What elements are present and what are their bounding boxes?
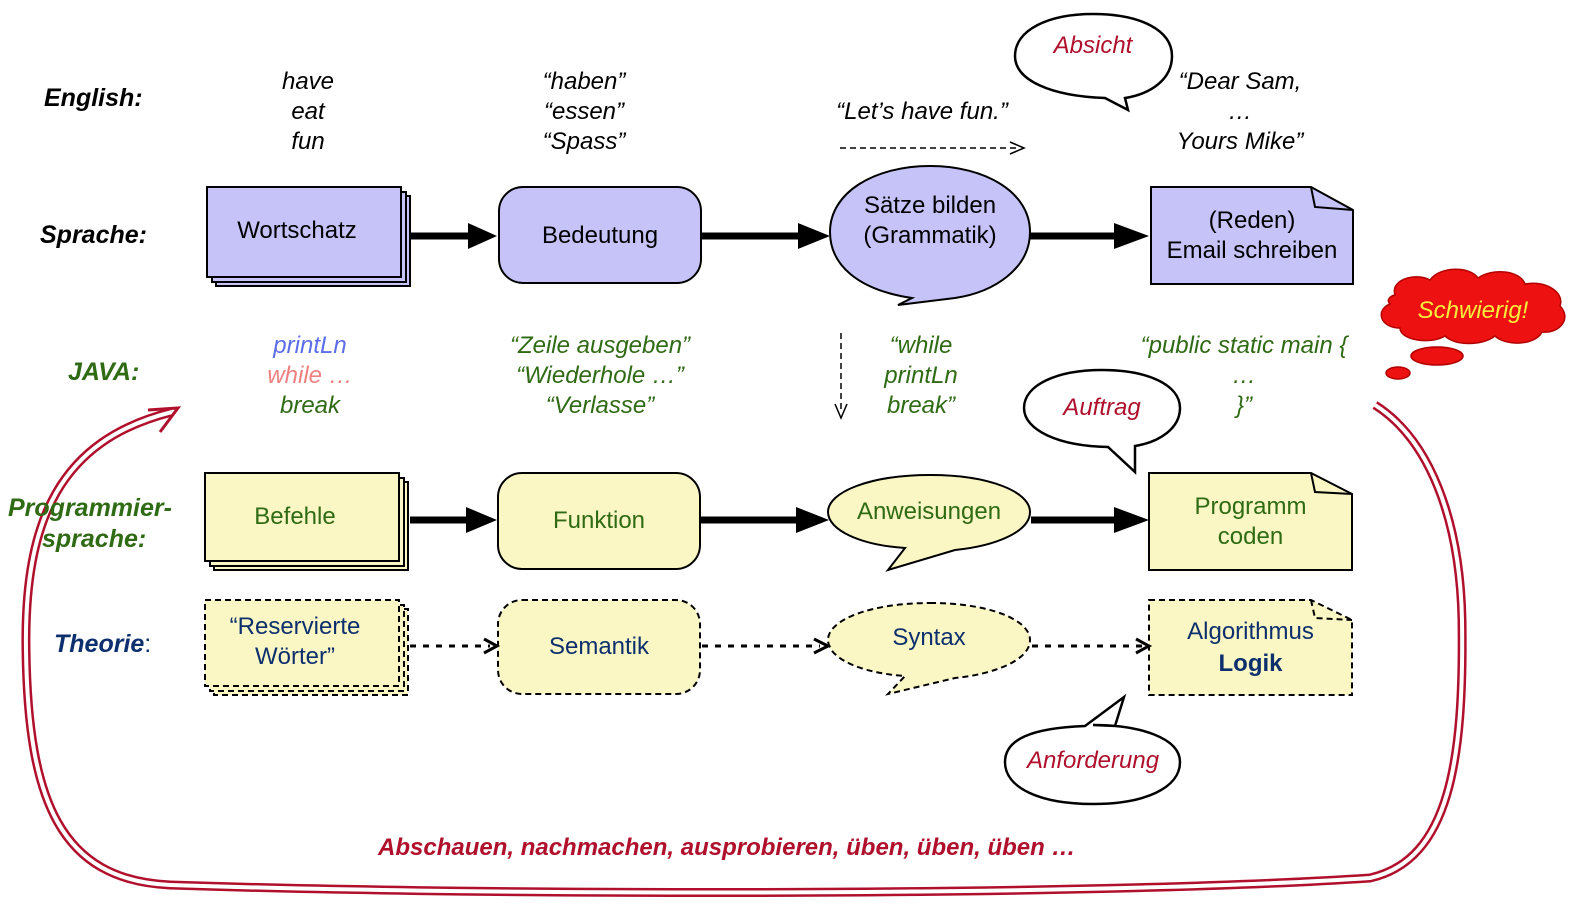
saetze-label-1: Sätze bilden: [863, 192, 997, 219]
bedeutung-label: Bedeutung: [541, 222, 659, 249]
wortschatz-label: Wortschatz: [237, 217, 357, 244]
java-meaning: “Verlasse”: [545, 392, 655, 419]
befehle-box: [204, 472, 409, 571]
auftrag-label: Auftrag: [1063, 394, 1141, 421]
email-note-fold: [1310, 186, 1354, 211]
logik-label: Logik: [1218, 650, 1283, 677]
english-letter-line: …: [1228, 98, 1252, 125]
schwierig-label: Schwierig!: [1417, 297, 1529, 324]
syntax-bubble: [826, 601, 1032, 696]
email-label-2: Email schreiben: [1166, 237, 1338, 264]
email-note: [1150, 186, 1354, 285]
english-letter-line: “Dear Sam,: [1178, 68, 1302, 95]
java-program-line: “public static main {: [1140, 332, 1348, 359]
java-statement: break”: [886, 392, 956, 419]
java-keyword-println: printLn: [273, 332, 347, 359]
semantik-label: Semantik: [548, 633, 650, 660]
java-row-label: JAVA:: [68, 358, 140, 386]
anforderung-label: Anforderung: [1026, 747, 1160, 774]
anweisungen-bubble: [826, 473, 1032, 572]
java-program-line: …: [1232, 362, 1256, 389]
english-word: eat: [291, 98, 325, 125]
befehle-label: Befehle: [254, 503, 336, 530]
java-program-line: }”: [1235, 392, 1253, 419]
schwierig-cloud: [1380, 268, 1566, 380]
theorie-label-colon: :: [144, 630, 152, 658]
programmiersprache-row-label-1: Programmier-: [8, 494, 172, 522]
bedeutung-box: [498, 186, 702, 284]
english-letter-line: Yours Mike”: [1176, 128, 1304, 155]
english-word: have: [281, 68, 335, 95]
woerter-label-2: Wörter”: [255, 643, 335, 670]
email-label-1: (Reden): [1208, 207, 1296, 234]
saetze-bubble: [828, 164, 1032, 306]
theorie-row-label: Theorie:: [54, 629, 151, 660]
java-dashed-arrow: [834, 333, 848, 420]
practice-loop-arrow: [21, 401, 1467, 898]
absicht-bubble: [1013, 12, 1174, 113]
java-meaning: “Wiederhole …”: [516, 362, 684, 389]
java-keyword-break: break: [279, 392, 341, 419]
woerter-label-1: “Reservierte: [229, 613, 361, 640]
java-statement: “while: [889, 332, 953, 359]
sprache-row-label: Sprache:: [40, 221, 147, 249]
english-dashed-arrow: [840, 141, 1026, 155]
syntax-label: Syntax: [892, 624, 966, 651]
funktion-box: [497, 472, 701, 570]
wortschatz-box: [206, 186, 411, 287]
woerter-box: [204, 599, 409, 696]
java-statement: printLn: [884, 362, 958, 389]
algorithmus-note: [1148, 599, 1353, 696]
sprache-arrows: [410, 223, 1149, 249]
english-word: fun: [291, 128, 325, 155]
theorie-arrows: [410, 637, 1153, 655]
programmiersprache-row-label-2: sprache:: [42, 525, 147, 553]
programm-note-fold: [1310, 472, 1353, 495]
funktion-label: Funktion: [552, 507, 646, 534]
anweisungen-label: Anweisungen: [856, 498, 1002, 525]
java-keyword-while: while …: [267, 362, 353, 389]
programm-label-1: Programm: [1194, 493, 1307, 520]
english-meaning: “Spass”: [542, 128, 626, 155]
theorie-label-text: Theorie: [54, 630, 145, 658]
algorithmus-note-fold: [1310, 599, 1353, 621]
algorithmus-label: Algorithmus: [1187, 618, 1314, 645]
english-row-label: English:: [44, 84, 143, 112]
java-meaning: “Zeile ausgeben”: [509, 332, 691, 359]
absicht-label: Absicht: [1053, 32, 1133, 59]
english-sentence: “Let’s have fun.”: [836, 98, 1008, 125]
practice-footer: Abschauen, nachmachen, ausprobieren, übe…: [378, 834, 1076, 861]
programm-label-2: coden: [1217, 523, 1284, 550]
english-meaning: “haben”: [542, 68, 626, 95]
anforderung-bubble: [1003, 693, 1182, 806]
programmiersprache-arrows: [410, 507, 1149, 533]
english-meaning: “essen”: [543, 98, 625, 125]
programm-note: [1148, 472, 1353, 571]
auftrag-bubble: [1022, 368, 1182, 475]
saetze-label-2: (Grammatik): [863, 222, 997, 249]
semantik-box: [497, 599, 701, 695]
